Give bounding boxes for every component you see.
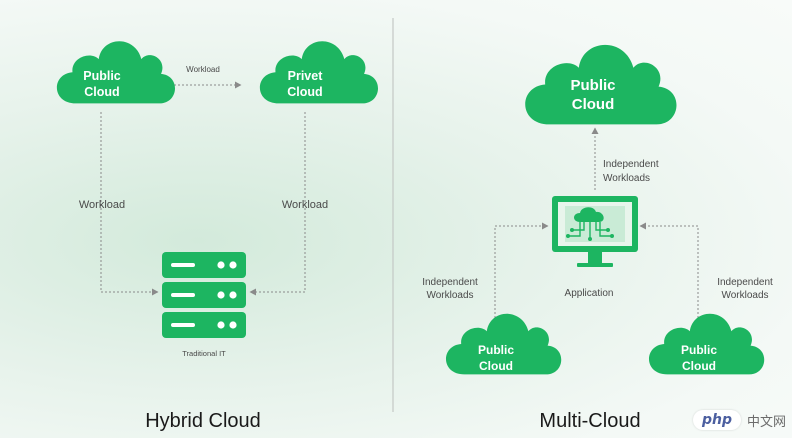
multi-links <box>494 127 699 318</box>
multi-left-link-label-line2: Workloads <box>426 290 473 301</box>
multi-top-cloud-line2: Cloud <box>572 96 615 113</box>
watermark: php 中文网 <box>692 410 786 430</box>
watermark-text: 中文网 <box>746 414 786 430</box>
hybrid-left-link-label: Workload <box>79 199 125 211</box>
multi-right-link-label-line2: Workloads <box>721 290 768 301</box>
multi-top-link-label-line1: Independent <box>603 159 659 170</box>
multi-right-link-label-line1: Independent <box>717 277 773 288</box>
multi-left-link-label-line1: Independent <box>422 277 478 288</box>
hybrid-private-cloud-line2: Cloud <box>287 85 322 99</box>
hybrid-public-cloud-line2: Cloud <box>84 85 119 99</box>
multi-top-link-label-line2: Workloads <box>603 173 650 184</box>
multi-left-link <box>494 222 549 318</box>
multi-bottom-right-cloud-line1: Public <box>681 343 717 357</box>
multi-title: Multi-Cloud <box>539 410 640 432</box>
hybrid-public-cloud-line1: Public <box>83 69 121 83</box>
application-label: Application <box>565 288 614 299</box>
watermark-badge: php <box>692 410 741 430</box>
multi-bottom-left-cloud-line2: Cloud <box>479 359 513 373</box>
server-stack-icon <box>162 252 246 338</box>
hybrid-links <box>100 81 306 296</box>
multi-top-cloud-line1: Public <box>570 77 615 94</box>
hybrid-right-link-label: Workload <box>282 199 328 211</box>
multi-bottom-left-cloud-line1: Public <box>478 343 514 357</box>
hybrid-left-link <box>100 112 159 296</box>
hybrid-right-link <box>249 112 306 296</box>
server-label: Traditional IT <box>182 349 226 358</box>
hybrid-private-cloud-line1: Privet <box>288 69 324 83</box>
multi-right-link <box>639 222 699 318</box>
hybrid-title: Hybrid Cloud <box>145 410 261 432</box>
multi-bottom-right-cloud-line2: Cloud <box>682 359 716 373</box>
hybrid-top-link-label: Workload <box>186 65 220 74</box>
application-monitor-icon <box>552 196 638 267</box>
